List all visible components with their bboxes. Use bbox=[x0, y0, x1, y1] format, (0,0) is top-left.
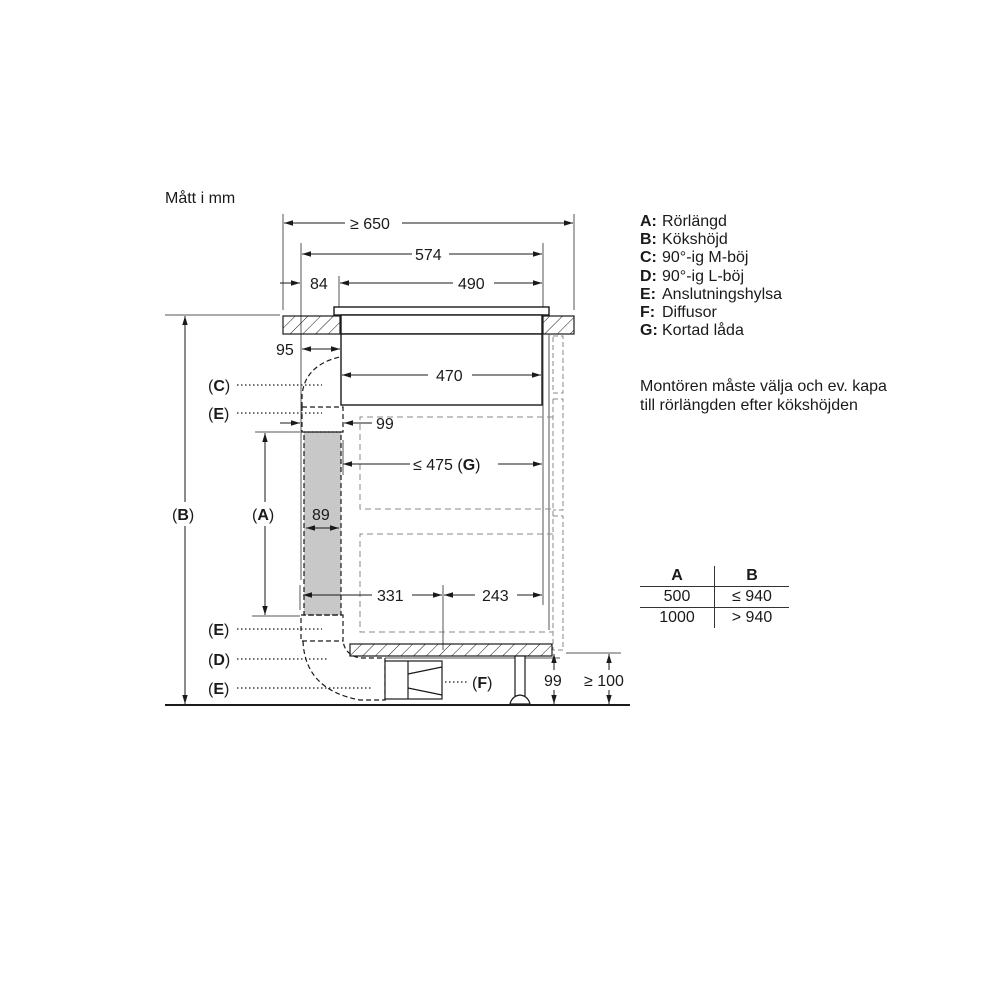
callout-E-mid: (E) bbox=[208, 622, 229, 639]
length-height-table: A B 500 ≤ 940 1000 > 940 bbox=[640, 566, 789, 628]
legend-item: F:Diffusor bbox=[640, 304, 717, 322]
legend-item: B:Kökshöjd bbox=[640, 231, 728, 249]
dim-99-gap: 99 bbox=[376, 416, 394, 433]
callout-F: (F) bbox=[472, 675, 492, 692]
callout-E-top: (E) bbox=[208, 406, 229, 423]
table-header-A: A bbox=[640, 566, 715, 587]
table-row: 500 ≤ 940 bbox=[640, 586, 789, 608]
connector-sleeves bbox=[300, 356, 386, 701]
air-duct-pipe bbox=[303, 431, 342, 616]
plinth-board bbox=[349, 643, 553, 657]
legend-item: C:90°-ig M-böj bbox=[640, 249, 749, 267]
legend: A:Rörlängd B:Kökshöjd C:90°-ig M-böj D:9… bbox=[640, 213, 782, 340]
callout-A: (A) bbox=[252, 507, 274, 524]
worktop bbox=[165, 314, 575, 335]
dim-plinth-100: ≥ 100 bbox=[584, 673, 624, 690]
dim-331: 331 bbox=[377, 588, 404, 605]
legend-item: E:Anslutningshylsa bbox=[640, 285, 783, 303]
callout-C: (C) bbox=[208, 378, 230, 395]
dim-95: 95 bbox=[276, 342, 294, 359]
top-dimensions bbox=[280, 220, 573, 286]
dim-470: 470 bbox=[436, 368, 463, 385]
cabinet-leg bbox=[509, 655, 531, 705]
installer-note: Montören måste välja och ev. kapa till r… bbox=[640, 378, 887, 414]
dim-total-width: ≥ 650 bbox=[350, 216, 390, 233]
callout-D: (D) bbox=[208, 652, 230, 669]
dim-89: 89 bbox=[312, 507, 330, 524]
dim-plinth-99: 99 bbox=[544, 673, 562, 690]
dim-490: 490 bbox=[458, 276, 485, 293]
callout-B: (B) bbox=[172, 507, 194, 524]
dim-574: 574 bbox=[415, 247, 442, 264]
extension-lines bbox=[282, 214, 575, 605]
diffuser bbox=[384, 660, 443, 700]
legend-item: A:Rörlängd bbox=[640, 213, 727, 230]
legend-item: D:90°-ig L-böj bbox=[640, 267, 744, 285]
dim-243: 243 bbox=[482, 588, 509, 605]
dim-475: ≤ 475 (G) bbox=[413, 457, 480, 474]
drawers-dashed bbox=[359, 416, 553, 633]
callout-E-bottom: (E) bbox=[208, 681, 229, 698]
table-row: 1000 > 940 bbox=[640, 607, 789, 628]
legend-item: G:Kortad låda bbox=[640, 322, 744, 340]
units-title: Mått i mm bbox=[165, 190, 236, 207]
cooktop-unit bbox=[333, 306, 550, 406]
dim-84: 84 bbox=[310, 276, 328, 293]
callout-leaders bbox=[237, 384, 468, 689]
cabinet-side-dashed bbox=[552, 335, 564, 651]
table-header-B: B bbox=[714, 566, 789, 587]
